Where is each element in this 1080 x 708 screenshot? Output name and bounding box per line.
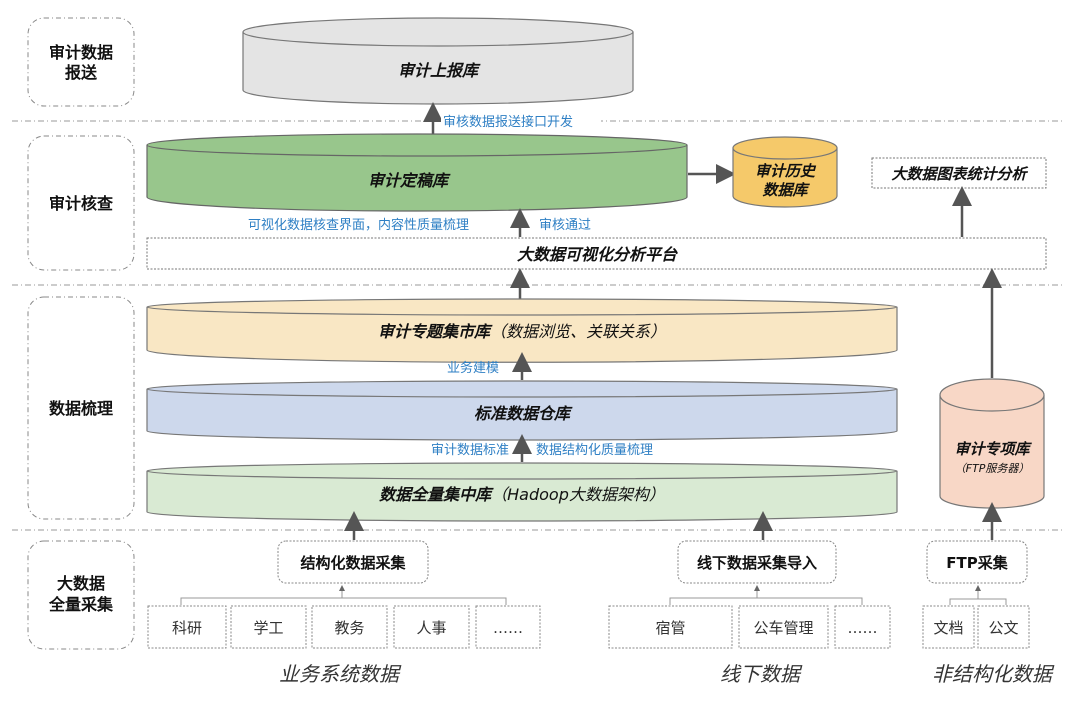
offline-collector-label: 线下数据采集导入 [697, 554, 817, 572]
structured-collector-label: 结构化数据采集 [300, 554, 406, 572]
chart-analysis-label: 大数据图表统计分析 [891, 165, 1028, 183]
annotation-visual-check: 可视化数据核查界面，内容性质量梳理 [248, 217, 469, 233]
annotation-report-interface: 审核数据报送接口开发 [443, 114, 573, 130]
full-database: 数据全量集中库（Hadoop大数据架构） [146, 462, 898, 522]
layer-label-collect: 大数据 全量采集 [27, 540, 135, 650]
source-box-label: 公文 [988, 619, 1018, 637]
layer-label-combing: 数据梳理 [27, 296, 135, 520]
source-box: 公文 [977, 605, 1030, 649]
final-database: 审计定稿库 [146, 133, 688, 212]
topic-mart-label: 审计专题集市库（数据浏览、关联关系） [378, 322, 666, 341]
annotation-audit-pass: 审核通过 [539, 218, 591, 233]
source-box-label: 学工 [253, 619, 283, 637]
source-box: 科研 [147, 605, 227, 649]
full-database-label: 数据全量集中库（Hadoop大数据架构） [379, 485, 665, 504]
bracket-business [180, 597, 507, 605]
ftp-collector: FTP采集 [926, 540, 1028, 584]
source-box: 教务 [311, 605, 388, 649]
ftp-collector-label: FTP采集 [946, 554, 1008, 572]
layer-label-line1: 审计数据 [49, 43, 113, 62]
full-database-note: （Hadoop大数据架构） [491, 485, 665, 504]
history-database: 审计历史 数据库 [732, 136, 838, 208]
layer-label-line2: 报送 [65, 63, 98, 82]
special-database-line1: 审计专项库 [954, 440, 1032, 458]
annotation-audit-std: 审计数据标准 [431, 443, 509, 458]
layer-label-report: 审计数据 报送 [27, 17, 135, 107]
layer-label-line1: 大数据 [57, 574, 105, 593]
report-database: 审计上报库 [242, 17, 634, 105]
bracket-unstructured [949, 598, 1007, 605]
std-warehouse-database: 标准数据仓库 [146, 380, 898, 441]
final-database-label: 审计定稿库 [368, 171, 451, 190]
source-box-label: 宿管 [655, 619, 685, 637]
offline-collector: 线下数据采集导入 [677, 540, 837, 584]
unstructured-sources: 文档 公文 [922, 605, 1030, 649]
offline-sources: 宿管 公车管理 …… [608, 605, 891, 649]
source-box: …… [834, 605, 891, 649]
annotation-biz-modeling: 业务建模 [447, 360, 499, 376]
group-caption-unstructured: 非结构化数据 [932, 662, 1055, 686]
topic-mart-database: 审计专题集市库（数据浏览、关联关系） [146, 298, 898, 363]
structured-collector: 结构化数据采集 [277, 540, 429, 584]
topic-mart-note: （数据浏览、关联关系） [490, 322, 666, 341]
report-database-label: 审计上报库 [398, 61, 481, 80]
topic-mart-name: 审计专题集市库 [378, 322, 493, 341]
full-database-name: 数据全量集中库 [379, 485, 494, 504]
business-sources: 科研 学工 教务 人事 …… [147, 605, 541, 649]
layer-label-check: 审计核查 [27, 135, 135, 271]
source-box-label: …… [848, 619, 878, 637]
source-box: 学工 [230, 605, 307, 649]
source-box: 文档 [922, 605, 975, 649]
source-connectors [180, 585, 1007, 605]
bracket-offline [669, 597, 863, 605]
visual-platform-label: 大数据可视化分析平台 [517, 245, 678, 264]
source-box-label: 公车管理 [753, 619, 813, 637]
source-box-label: 科研 [172, 619, 202, 637]
source-box-label: 人事 [416, 619, 446, 637]
group-caption-offline: 线下数据 [720, 662, 803, 686]
source-box: 人事 [393, 605, 470, 649]
source-box-label: …… [493, 619, 523, 637]
layer-label-text: 数据梳理 [49, 399, 113, 418]
std-warehouse-label: 标准数据仓库 [474, 404, 573, 423]
group-caption-business: 业务系统数据 [279, 662, 402, 686]
source-box-label: 文档 [933, 619, 963, 637]
special-database: 审计专项库 （FTP服务器） [939, 378, 1045, 509]
source-box-label: 教务 [334, 619, 364, 637]
source-box: …… [475, 605, 541, 649]
special-database-line2: （FTP服务器） [955, 462, 1030, 475]
source-box: 公车管理 [738, 605, 829, 649]
chart-analysis-box: 大数据图表统计分析 [871, 157, 1047, 189]
layer-label-text: 审计核查 [49, 194, 113, 213]
history-database-line1: 审计历史 [755, 162, 817, 180]
source-box: 宿管 [608, 605, 733, 649]
annotation-struct-quality: 数据结构化质量梳理 [536, 443, 653, 458]
layer-label-line2: 全量采集 [48, 595, 114, 614]
history-database-line2: 数据库 [762, 181, 810, 199]
visual-platform-box: 大数据可视化分析平台 [146, 237, 1047, 270]
